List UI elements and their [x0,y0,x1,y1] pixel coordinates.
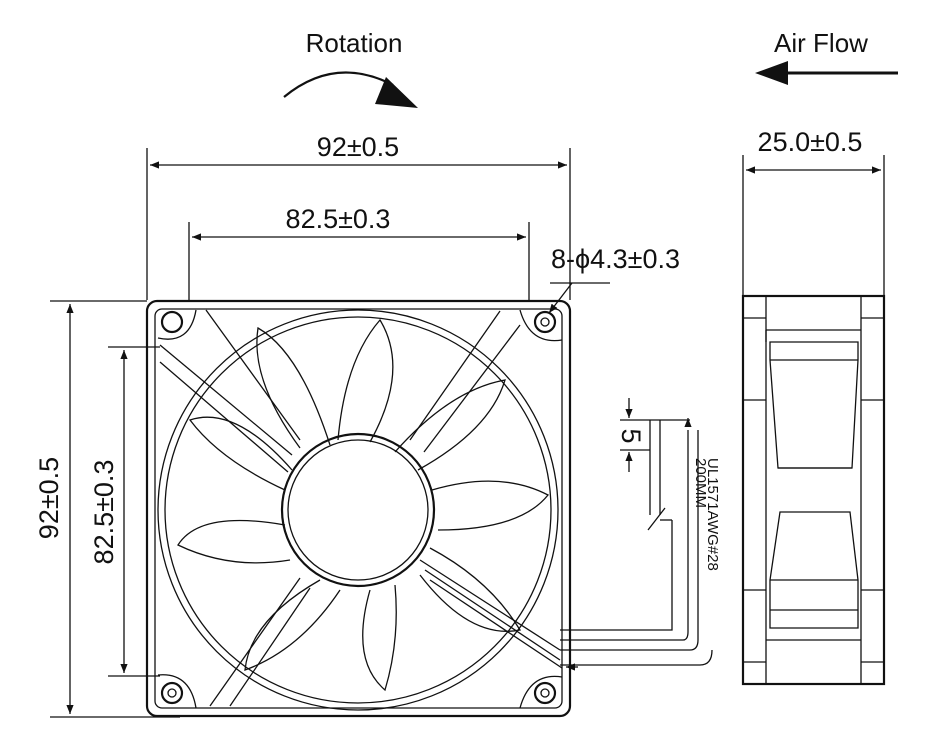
support-struts [159,309,563,707]
wire-spec-line1: UL1571AWG#28 [704,458,721,571]
depth-label: 25.0±0.5 [758,127,863,157]
hole-spacing-h-label: 82.5±0.3 [286,204,391,234]
fan-side-view [741,294,886,686]
overall-height-label: 92±0.5 [34,457,64,539]
overall-width-label: 92±0.5 [317,132,399,162]
overall-width-dimension [146,148,571,300]
wire-leads [560,418,713,671]
air-flow-arrow-icon [755,61,898,85]
hole-spacing-v-label: 82.5±0.3 [89,460,119,565]
wire-gap-label: 5 [616,428,646,443]
air-flow-label: Air Flow [774,28,868,58]
fan-front-view [145,299,572,718]
hole-spacing-h-dimension [188,222,530,300]
fan-blades [177,318,550,692]
wire-gap-dimension [620,398,650,472]
rotation-label: Rotation [306,28,403,58]
hole-spacing-v-dimension [108,346,160,677]
fan-hub [280,432,436,588]
holes-label: 8-ϕ4.3±0.3 [551,244,680,274]
mounting-holes [157,309,563,709]
holes-leader [548,282,610,314]
rotation-arrow-icon [283,71,418,108]
wire-spec-line2: 200MM [692,458,709,508]
depth-dimension [742,155,885,296]
